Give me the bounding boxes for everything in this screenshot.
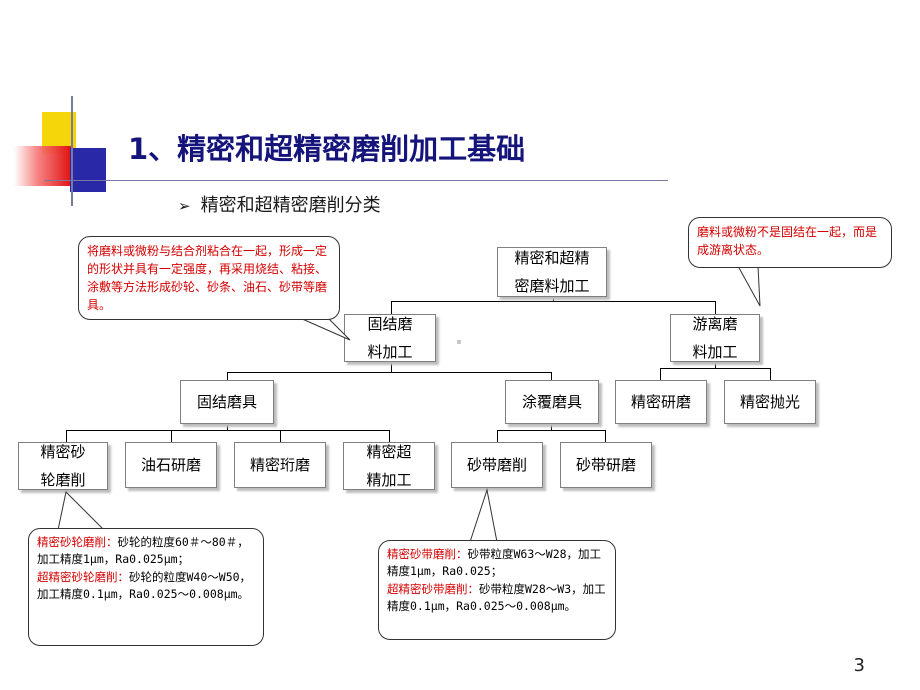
connector [227,424,228,431]
connector [551,424,552,431]
node-root-line1: 精密和超精 [514,248,590,267]
node-free-abrasive: 游离磨料加工 [670,314,760,362]
node-ultra-line2: 精加工 [366,471,412,489]
connector [66,430,390,431]
page-number: 3 [853,655,865,676]
node-belt-lapping: 砂带研磨 [560,442,652,488]
node-belt-grinding-label: 砂带磨削 [466,455,527,474]
subtitle: ➢ 精密和超精密磨削分类 [178,191,381,217]
connector [280,430,281,442]
stray-dot [457,340,461,344]
node-oilstone-label: 油石研磨 [140,455,201,474]
node-root-line2: 密磨料加工 [514,277,590,295]
connector [497,430,498,442]
connector [227,372,552,373]
node-precision-polishing: 精密抛光 [724,380,816,424]
connector [227,372,228,380]
connector [391,361,392,373]
connector [715,301,716,314]
node-fixed-abrasive-line1: 固结磨 [367,314,413,333]
connector [391,301,392,314]
wheel-note-precision-head: 精密砂轮磨削： [37,535,118,549]
connector [770,368,771,380]
connector [660,368,661,380]
callout-fixed-abrasive-note: 将磨料或微粉与结合剂粘合在一起，形成一定的形状并具有一定强度，再采用烧结、粘接、… [78,236,340,320]
node-ultra-line1: 精密超 [366,442,412,461]
connector [660,368,771,369]
node-fixed-abrasive-line2: 料加工 [367,343,413,361]
connector [66,430,67,442]
node-fixed-abrasive: 固结磨料加工 [344,314,436,362]
belt-note-ultra-head: 超精密砂带磨削： [387,581,479,596]
node-precision-lapping-label: 精密研磨 [630,392,691,411]
belt-note-precision-body: 砂带粒度W63～W28，加工精度1μm，Ra0.025； [387,547,602,579]
node-free-abrasive-line1: 游离磨 [692,314,738,333]
arrow-bullet-icon: ➢ [178,197,191,215]
node-precision-wheel-grinding: 精密砂轮磨削 [18,442,108,490]
node-coated-tool: 涂覆磨具 [505,380,599,424]
decor-red-gradient [14,146,72,186]
callout-wheel-grinding-note: 精密砂轮磨削：砂轮的粒度60＃～80＃，加工精度1μm，Ra0.025μm； 超… [28,528,264,646]
node-oilstone-lapping: 油石研磨 [125,442,217,488]
page-title: 1、精密和超精密磨削加工基础 [128,132,526,166]
belt-note-precision-head: 精密砂带磨削： [387,547,468,561]
node-coated-tool-label: 涂覆磨具 [521,392,582,411]
connector [389,430,390,442]
node-fixed-tool: 固结磨具 [180,380,274,424]
node-wheel-line1: 精密砂 [40,442,86,461]
node-ultra-finishing: 精密超精加工 [343,442,435,490]
callout-free-abrasive-note: 磨料或微粉不是固结在一起，而是成游离状态。 [688,217,892,268]
connector [605,430,606,442]
node-belt-grinding: 砂带磨削 [451,442,543,488]
wheel-note-ultra-body: 砂轮的粒度W40～W50，加工精度0.1μm，Ra0.025～0.008μm。 [37,569,252,601]
node-fixed-tool-label: 固结磨具 [196,392,257,411]
subtitle-text: 精密和超精密磨削分类 [200,195,381,216]
decor-blue-square [70,148,106,192]
connector [171,430,172,442]
connector [553,296,554,302]
callout-belt-grinding-note: 精密砂带磨削：砂带粒度W63～W28，加工精度1μm，Ra0.025； 超精密砂… [378,540,616,640]
node-precision-polishing-label: 精密抛光 [739,392,800,411]
node-free-abrasive-line2: 料加工 [692,343,738,361]
node-root: 精密和超精密磨料加工 [497,247,607,297]
node-precision-honing: 精密珩磨 [234,442,326,488]
wheel-note-ultra-head: 超精密砂轮磨削： [37,569,129,584]
belt-note-ultra-body: 砂带粒度W28～W3，加工精度0.1μm，Ra0.025～0.008μm。 [387,581,606,613]
node-honing-label: 精密珩磨 [249,455,310,474]
node-wheel-line2: 轮磨削 [40,471,86,489]
title-underline [44,180,668,181]
decor-vertical-line [71,96,73,206]
connector [715,361,716,369]
wheel-note-precision-body: 砂轮的粒度60＃～80＃，加工精度1μm，Ra0.025μm； [37,535,249,567]
node-belt-lapping-label: 砂带研磨 [575,455,636,474]
node-precision-lapping: 精密研磨 [615,380,707,424]
connector [551,372,552,380]
connector [497,430,606,431]
